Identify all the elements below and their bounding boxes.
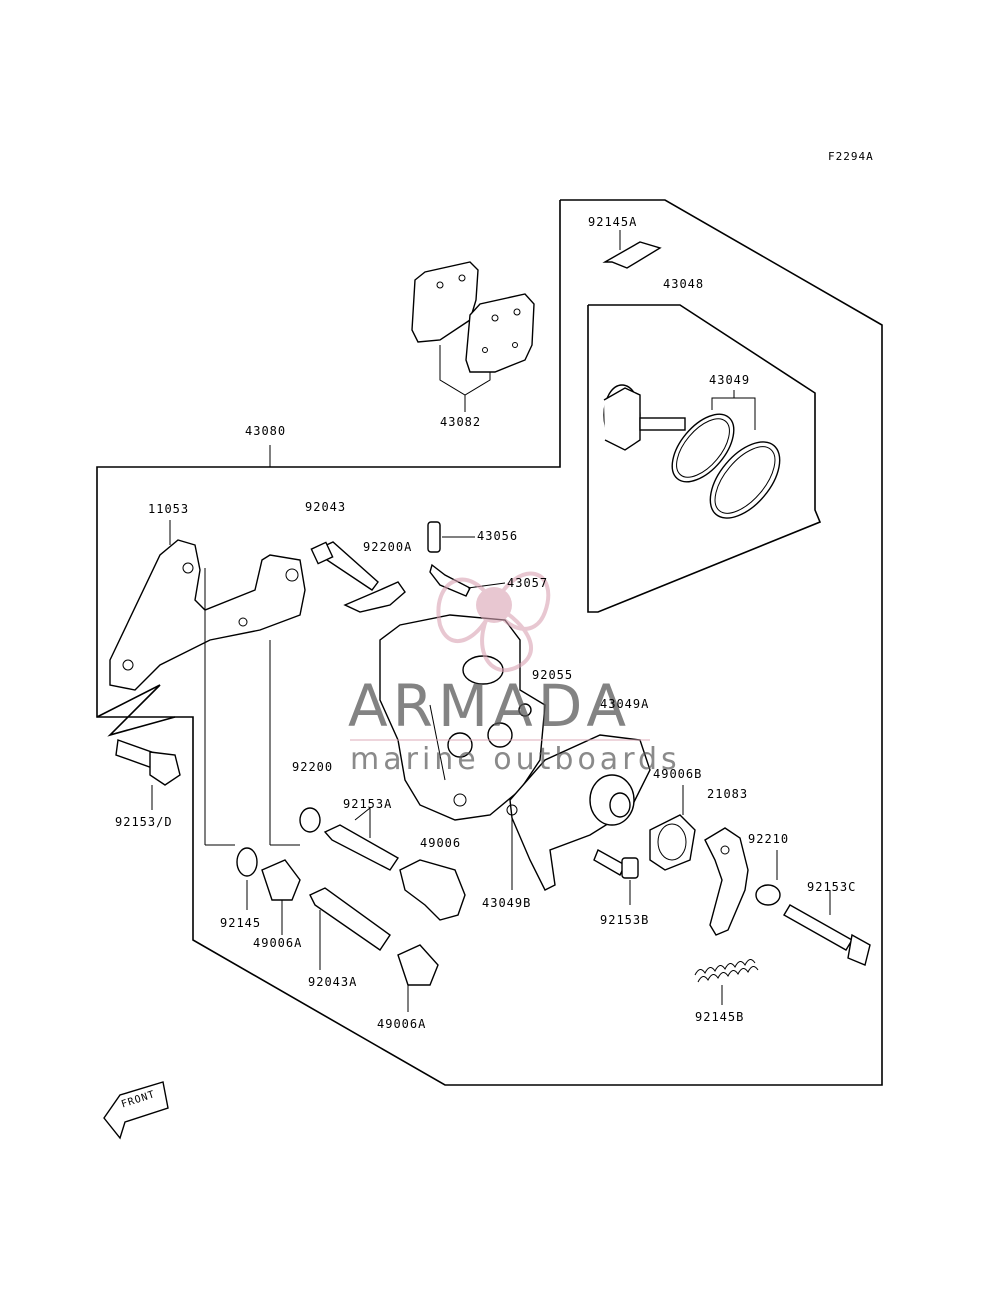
label-92200: 92200 — [292, 760, 334, 774]
label-92153A: 92153A — [343, 797, 393, 811]
front-arrow-icon — [103, 1081, 169, 1140]
lever-21083 — [704, 827, 749, 936]
label-92153D: 92153/D — [115, 815, 173, 829]
caliper-bracket-11053 — [109, 520, 306, 691]
label-49006A-lower: 49006A — [377, 1017, 427, 1031]
label-92145: 92145 — [220, 916, 262, 930]
brake-pads-43082 — [411, 261, 535, 412]
assembly-boundary — [96, 199, 883, 1086]
label-92153B: 92153B — [600, 913, 650, 927]
sleeve-49006A-upper — [261, 859, 301, 901]
washer-92145 — [204, 568, 258, 877]
label-92043: 92043 — [305, 500, 347, 514]
bolt-92043 — [310, 541, 406, 613]
watermark-brand: ARMADA — [348, 672, 632, 740]
label-92145B: 92145B — [695, 1010, 745, 1024]
sleeve-49006A-lower — [397, 944, 439, 986]
actuator-plate-43049B — [506, 734, 651, 891]
label-11053: 11053 — [148, 502, 190, 516]
bleeder-valve — [427, 521, 506, 597]
label-92145A: 92145A — [588, 215, 638, 229]
left-notch-line — [96, 684, 176, 737]
bolt-92153D — [115, 739, 181, 810]
label-43057: 43057 — [507, 576, 549, 590]
pin-92153A — [323, 806, 399, 871]
cap-49006B — [649, 785, 696, 871]
pad-spring-92145A — [602, 230, 662, 269]
spring-92145B — [694, 959, 759, 1005]
pin-92043A — [309, 887, 391, 951]
label-49006: 49006 — [420, 836, 462, 850]
bolt-92153B — [593, 849, 639, 905]
label-92210: 92210 — [748, 832, 790, 846]
label-92055: 92055 — [532, 668, 574, 682]
watermark-tagline: marine outboards — [350, 742, 681, 777]
label-92200A: 92200A — [363, 540, 413, 554]
label-43049B: 43049B — [482, 896, 532, 910]
bolt-92153C — [755, 850, 871, 966]
label-49006A-upper: 49006A — [253, 936, 303, 950]
label-43049A: 43049A — [600, 697, 650, 711]
label-43049: 43049 — [709, 373, 751, 387]
label-43056: 43056 — [477, 529, 519, 543]
boot-49006 — [399, 859, 466, 921]
caliper-body — [379, 614, 546, 821]
piston-and-seals-43049 — [603, 384, 781, 519]
piston-kit-frame — [587, 304, 822, 613]
figure-code: F2294A — [828, 150, 874, 163]
label-21083: 21083 — [707, 787, 749, 801]
label-43082: 43082 — [440, 415, 482, 429]
armada-logo-icon — [350, 571, 650, 741]
label-49006B: 49006B — [653, 767, 703, 781]
label-92153C: 92153C — [807, 880, 857, 894]
washer-92200 — [269, 640, 321, 846]
label-92043A: 92043A — [308, 975, 358, 989]
label-43080: 43080 — [245, 424, 287, 438]
label-43048: 43048 — [663, 277, 705, 291]
